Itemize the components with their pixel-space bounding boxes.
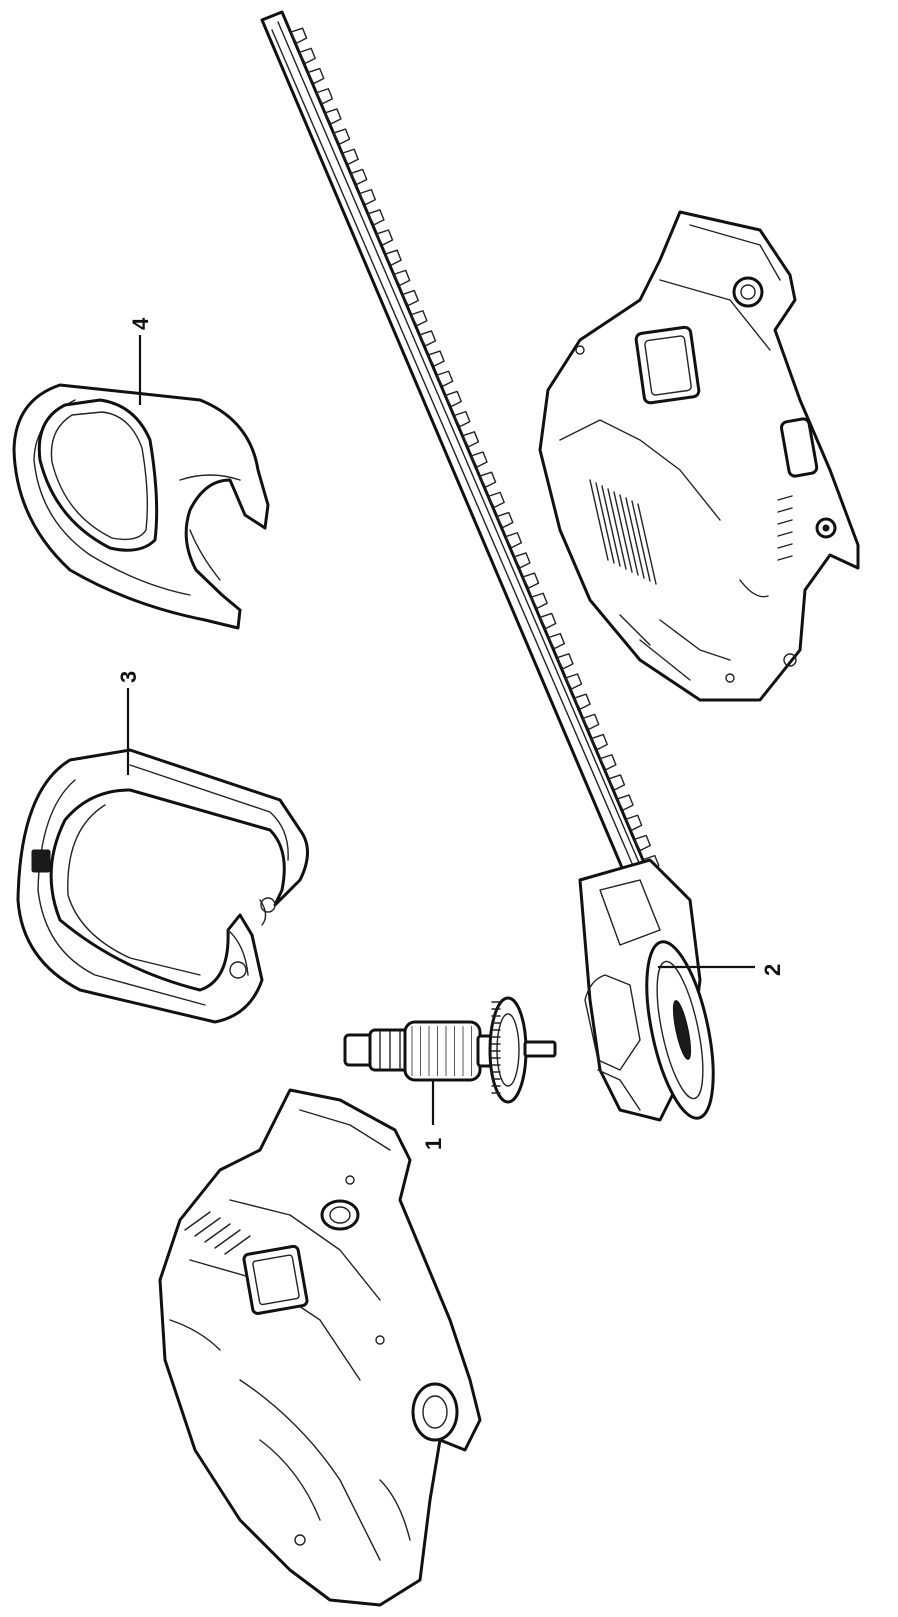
callout-label-3: 3 xyxy=(116,671,141,683)
blade-tooth xyxy=(332,128,351,145)
blade-tooth xyxy=(461,431,480,448)
housing-rib xyxy=(194,1217,221,1237)
grip-rib xyxy=(777,495,793,501)
blade-tooth xyxy=(496,511,514,529)
vent-slot xyxy=(631,500,651,582)
gear-teeth xyxy=(491,1001,501,1094)
blade-tooth xyxy=(573,693,591,710)
housing-rib xyxy=(204,1223,231,1243)
vent-slots xyxy=(589,479,793,585)
blade-tooth xyxy=(624,814,643,831)
blade-tooth xyxy=(367,209,385,226)
blade-tooth xyxy=(530,592,548,609)
blade-tooth xyxy=(427,350,445,367)
armature-windings xyxy=(411,1026,472,1076)
blade-tooth xyxy=(324,108,342,125)
blade-tooth xyxy=(401,289,419,307)
blade-tooth xyxy=(547,632,566,650)
callout-2: 2 xyxy=(658,964,785,976)
armature-motor xyxy=(343,996,557,1104)
blade-tooth xyxy=(392,269,411,287)
grip-rib xyxy=(777,507,793,513)
blade-tooth xyxy=(384,249,402,266)
blade-tooth xyxy=(358,188,377,206)
grip-rib xyxy=(777,543,793,549)
callout-3: 3 xyxy=(116,671,141,775)
blade-tooth xyxy=(444,390,462,408)
vent-slot xyxy=(595,482,615,564)
blade-tooth xyxy=(307,67,325,85)
grip-rib xyxy=(777,531,793,537)
grip-rib xyxy=(777,555,793,561)
blade-tooth xyxy=(521,572,540,589)
blade-tooth xyxy=(453,410,471,428)
blade-tooth xyxy=(418,330,437,347)
blade-tooth xyxy=(539,612,557,630)
blade-tooth xyxy=(350,168,368,186)
blade-tooth xyxy=(513,552,531,569)
blade-gear-assembly xyxy=(578,858,715,1122)
blade-tooth xyxy=(581,713,600,731)
housing-rib xyxy=(214,1229,241,1249)
vent-slot xyxy=(613,491,633,573)
vent-slot xyxy=(637,503,657,585)
blade-tooth xyxy=(470,451,488,468)
vent-slot xyxy=(589,479,609,561)
callout-label-1: 1 xyxy=(421,1138,446,1150)
front-handle xyxy=(16,748,309,1024)
blade-tooth xyxy=(410,310,428,327)
blade-tooth xyxy=(341,148,359,165)
blade-tooth xyxy=(616,794,634,811)
blade-tooth xyxy=(607,774,626,791)
blade-tooth xyxy=(435,370,454,387)
blade-tooth xyxy=(315,88,334,105)
blade-tooth xyxy=(504,532,523,549)
blade-tooth xyxy=(298,47,316,65)
callout-label-2: 2 xyxy=(760,964,785,976)
blade-tooth xyxy=(564,673,583,690)
housing-ribs xyxy=(184,1211,251,1255)
housing-rib xyxy=(184,1211,211,1231)
blade-tooth xyxy=(487,491,505,509)
callout-label-4: 4 xyxy=(128,317,153,330)
blade-tooth xyxy=(633,834,651,852)
vent-slot xyxy=(607,488,627,570)
callout-1: 1 xyxy=(421,1080,446,1150)
vent-slot xyxy=(625,497,645,579)
housing-rib xyxy=(224,1235,251,1255)
blade-tooth xyxy=(375,229,394,246)
blade-tooth xyxy=(599,754,617,771)
hand-guard xyxy=(12,383,270,630)
right-housing-half xyxy=(538,210,860,702)
vent-slot xyxy=(619,494,639,576)
hedge-trimmer-blade xyxy=(260,10,669,912)
blade-tooth xyxy=(478,471,497,488)
callout-4: 4 xyxy=(128,317,153,405)
left-housing-half xyxy=(158,1088,482,1607)
blade-tooth xyxy=(556,653,574,670)
blade-tooth xyxy=(289,27,308,44)
blade-tooth xyxy=(590,733,608,751)
grip-rib xyxy=(777,519,793,525)
vent-slot xyxy=(601,485,621,567)
